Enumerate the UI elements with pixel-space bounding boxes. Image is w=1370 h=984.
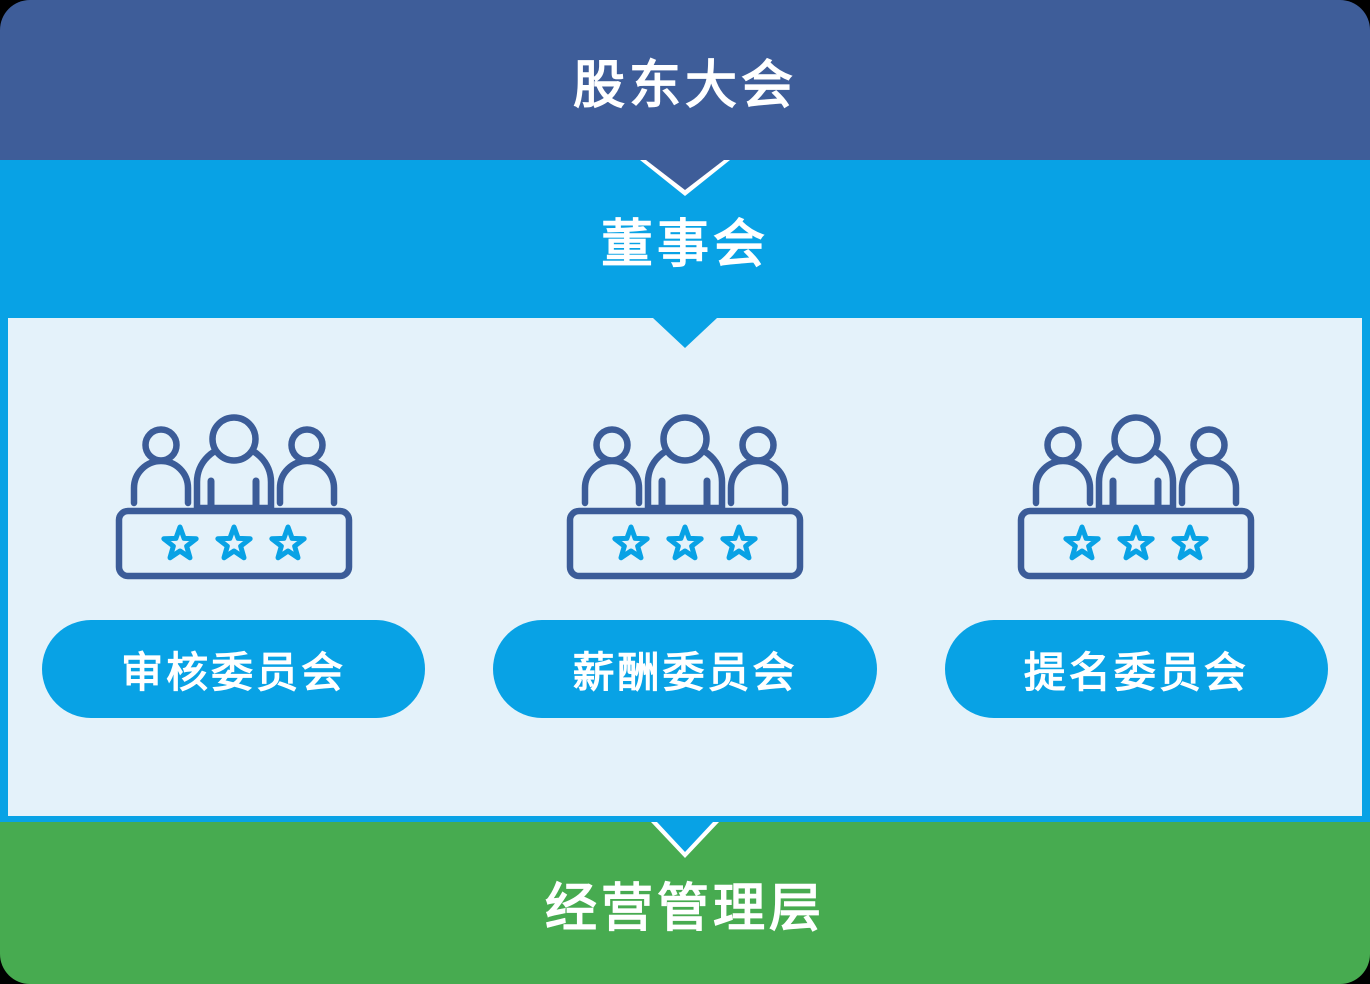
star-icon (1117, 524, 1155, 561)
star-icon (666, 524, 704, 561)
star-icon (1063, 524, 1101, 561)
committee-pills-row: 审核委员会 薪酬委员会 提名委员会 (8, 620, 1362, 718)
star-icon (268, 524, 307, 561)
star-icon (160, 524, 199, 561)
star-icon (720, 524, 758, 561)
star-icon (214, 524, 253, 561)
committee-icon-cell (945, 412, 1328, 584)
board-table-icon (566, 507, 804, 580)
board-table-icon (115, 507, 352, 580)
management-title: 经营管理层 (544, 879, 825, 938)
people-icons (1033, 414, 1240, 512)
rating-stars (1063, 524, 1209, 561)
pill-audit-committee: 审核委员会 (42, 620, 426, 718)
person-icon (581, 457, 643, 507)
person-icon (1179, 457, 1240, 507)
pill-nomination-committee-label: 提名委员会 (1023, 648, 1249, 696)
arrow-down-icon (640, 160, 730, 196)
shareholders-meeting-title: 股东大会 (572, 56, 797, 115)
board-table-icon (1018, 507, 1255, 580)
committee-members-icon (1018, 414, 1255, 580)
pill-audit-committee-label: 审核委员会 (121, 648, 347, 696)
pill-compensation-committee-label: 薪酬委员会 (572, 648, 798, 696)
person-icon (276, 457, 337, 507)
star-icon (1171, 524, 1209, 561)
committee-members-icon (115, 414, 352, 580)
committee-icon-cell (42, 412, 425, 584)
committee-icon-cell (493, 412, 876, 584)
rating-stars (612, 524, 758, 561)
committee-icons-row (8, 412, 1362, 584)
committees-section: 审核委员会 薪酬委员会 提名委员会 (0, 318, 1370, 822)
person-icon (727, 457, 789, 507)
arrow-down-icon (653, 318, 717, 348)
person-icon (130, 457, 191, 507)
people-icons (130, 414, 337, 512)
star-icon (612, 524, 650, 561)
shareholders-meeting-band: 股东大会 (0, 0, 1370, 160)
pill-nomination-committee: 提名委员会 (944, 620, 1328, 718)
committee-members-icon (566, 414, 804, 580)
board-title: 董事会 (600, 215, 769, 274)
pill-compensation-committee: 薪酬委员会 (493, 620, 877, 718)
people-icons (581, 414, 789, 512)
rating-stars (160, 524, 307, 561)
committees-panel: 审核委员会 薪酬委员会 提名委员会 (8, 318, 1362, 816)
arrow-down-icon (651, 822, 719, 858)
person-icon (1033, 457, 1094, 507)
